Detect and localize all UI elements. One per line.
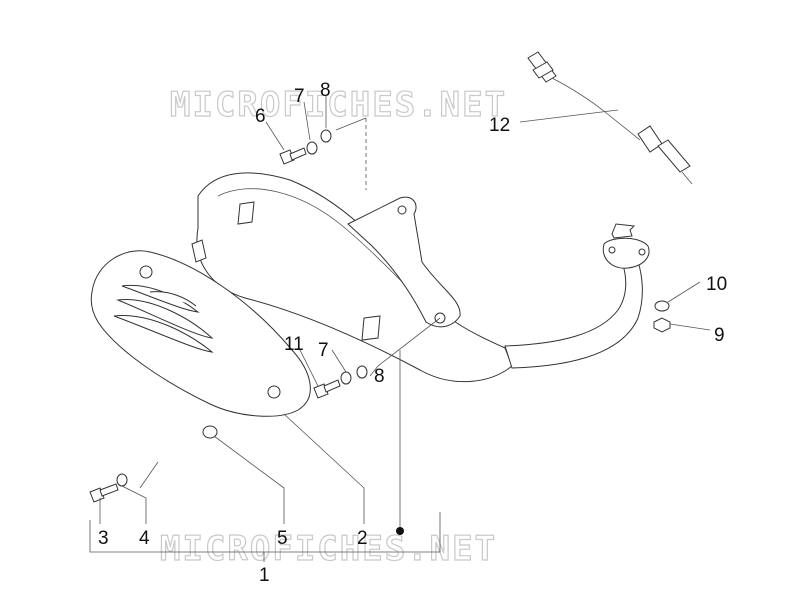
callout-10: 10 xyxy=(706,274,727,295)
muffler-body xyxy=(191,172,513,383)
nut-9 xyxy=(653,317,671,333)
callout-8-top: 8 xyxy=(320,80,331,101)
watermark-bottom: MICROFICHES.NET xyxy=(160,529,497,569)
callout-2: 2 xyxy=(357,528,368,549)
callout-3: 3 xyxy=(98,528,109,549)
exhaust-pipe xyxy=(504,223,650,369)
attachment-dot xyxy=(396,527,404,535)
callout-8-mid: 8 xyxy=(374,366,385,387)
lambda-sensor xyxy=(527,51,693,185)
screw-11 xyxy=(313,379,341,399)
washer-7-mid xyxy=(340,371,352,385)
washer-8-top xyxy=(320,129,332,143)
callout-12: 12 xyxy=(489,115,510,136)
callout-9: 9 xyxy=(714,325,725,346)
callout-6: 6 xyxy=(255,106,266,127)
screw-6 xyxy=(279,147,307,165)
screw-3 xyxy=(89,483,119,503)
spacer-5 xyxy=(202,425,218,439)
washer-10 xyxy=(654,300,670,312)
washer-4 xyxy=(116,473,128,487)
washer-8-mid xyxy=(356,365,368,379)
callout-7-top: 7 xyxy=(294,86,305,107)
heat-shield xyxy=(90,250,311,417)
callout-5: 5 xyxy=(277,528,288,549)
callout-7-mid: 7 xyxy=(318,340,329,361)
callout-4: 4 xyxy=(139,528,150,549)
leader-lines xyxy=(89,96,711,562)
washer-7-top xyxy=(306,141,318,155)
watermark-top: MICROFICHES.NET xyxy=(170,85,507,125)
callout-1: 1 xyxy=(259,565,270,586)
callout-11: 11 xyxy=(284,334,304,355)
